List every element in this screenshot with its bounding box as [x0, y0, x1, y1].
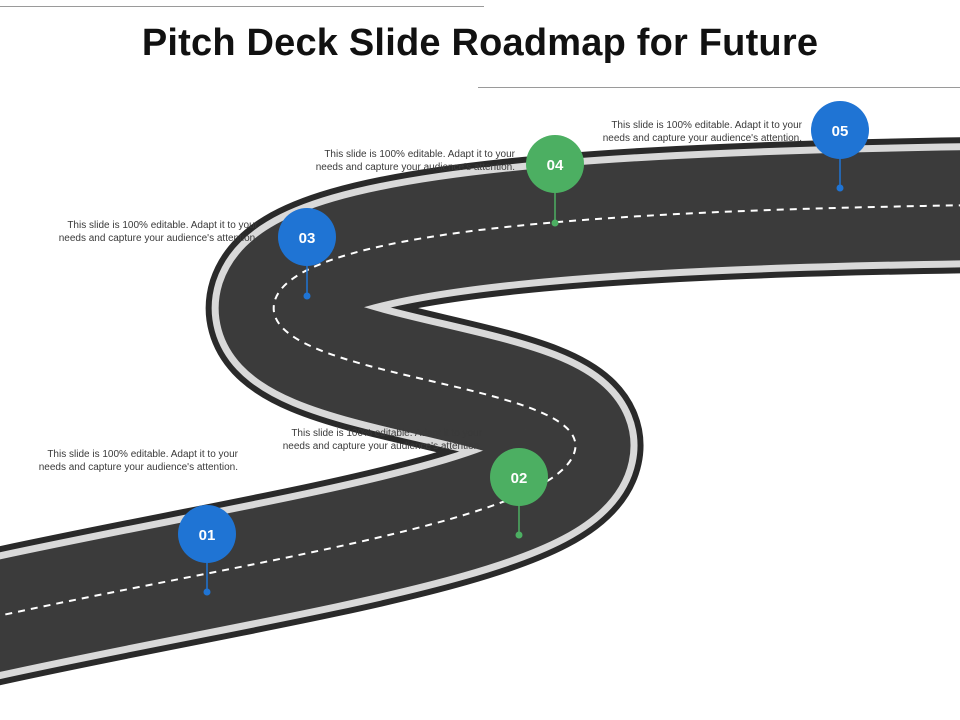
milestone-02-marker: [490, 448, 548, 506]
milestone-05-description: This slide is 100% editable. Adapt it to…: [602, 120, 802, 144]
milestone-03[interactable]: 03: [278, 208, 336, 300]
milestone-04-pin: [551, 219, 559, 227]
milestone-04-label: 04: [547, 157, 564, 174]
milestone-05-pin: [836, 184, 844, 192]
milestone-02[interactable]: 02: [490, 448, 548, 539]
milestone-01-pin: [203, 588, 211, 596]
milestone-03-label: 03: [299, 230, 316, 247]
milestone-03-pin: [303, 292, 311, 300]
milestone-03-description: This slide is 100% editable. Adapt it to…: [58, 220, 258, 244]
milestone-05-marker: [811, 101, 869, 159]
milestone-02-description: This slide is 100% editable. Adapt it to…: [282, 428, 482, 452]
milestone-01-marker: [178, 505, 236, 563]
milestone-03-marker: [278, 208, 336, 266]
milestone-02-pin: [515, 531, 523, 539]
milestone-01-label: 01: [199, 527, 216, 544]
title-underline: [478, 87, 960, 88]
milestone-01-description: This slide is 100% editable. Adapt it to…: [38, 449, 238, 473]
milestone-04-marker: [526, 135, 584, 193]
page-title: Pitch Deck Slide Roadmap for Future: [141, 22, 819, 64]
milestone-01[interactable]: 01: [178, 505, 236, 596]
milestone-05[interactable]: 05: [811, 101, 869, 192]
milestone-05-label: 05: [832, 123, 849, 140]
top-divider-line: [0, 6, 484, 7]
milestone-04-description: This slide is 100% editable. Adapt it to…: [315, 149, 515, 173]
milestone-04[interactable]: 04: [526, 135, 584, 227]
milestone-02-label: 02: [511, 470, 528, 487]
road-center-line: [0, 204, 960, 617]
